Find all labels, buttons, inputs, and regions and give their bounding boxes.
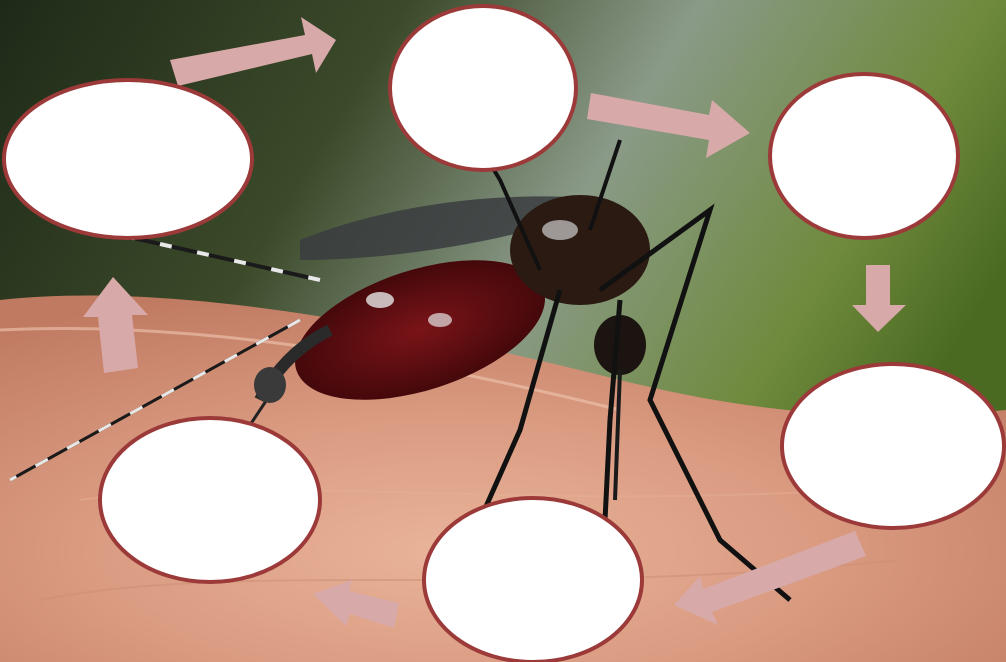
- cycle-node: [770, 74, 958, 238]
- node-2-oval: [390, 6, 576, 170]
- node-5-oval: [424, 498, 642, 662]
- node-3-oval: [770, 74, 958, 238]
- node-6-oval: [100, 418, 320, 582]
- node-4-oval: [782, 364, 1004, 528]
- cycle-node: [100, 418, 320, 582]
- cycle-node: [782, 364, 1004, 528]
- cycle-node: [390, 6, 576, 170]
- node-1-oval: [4, 80, 252, 238]
- cycle-node: [424, 498, 642, 662]
- cycle-node: [4, 80, 252, 238]
